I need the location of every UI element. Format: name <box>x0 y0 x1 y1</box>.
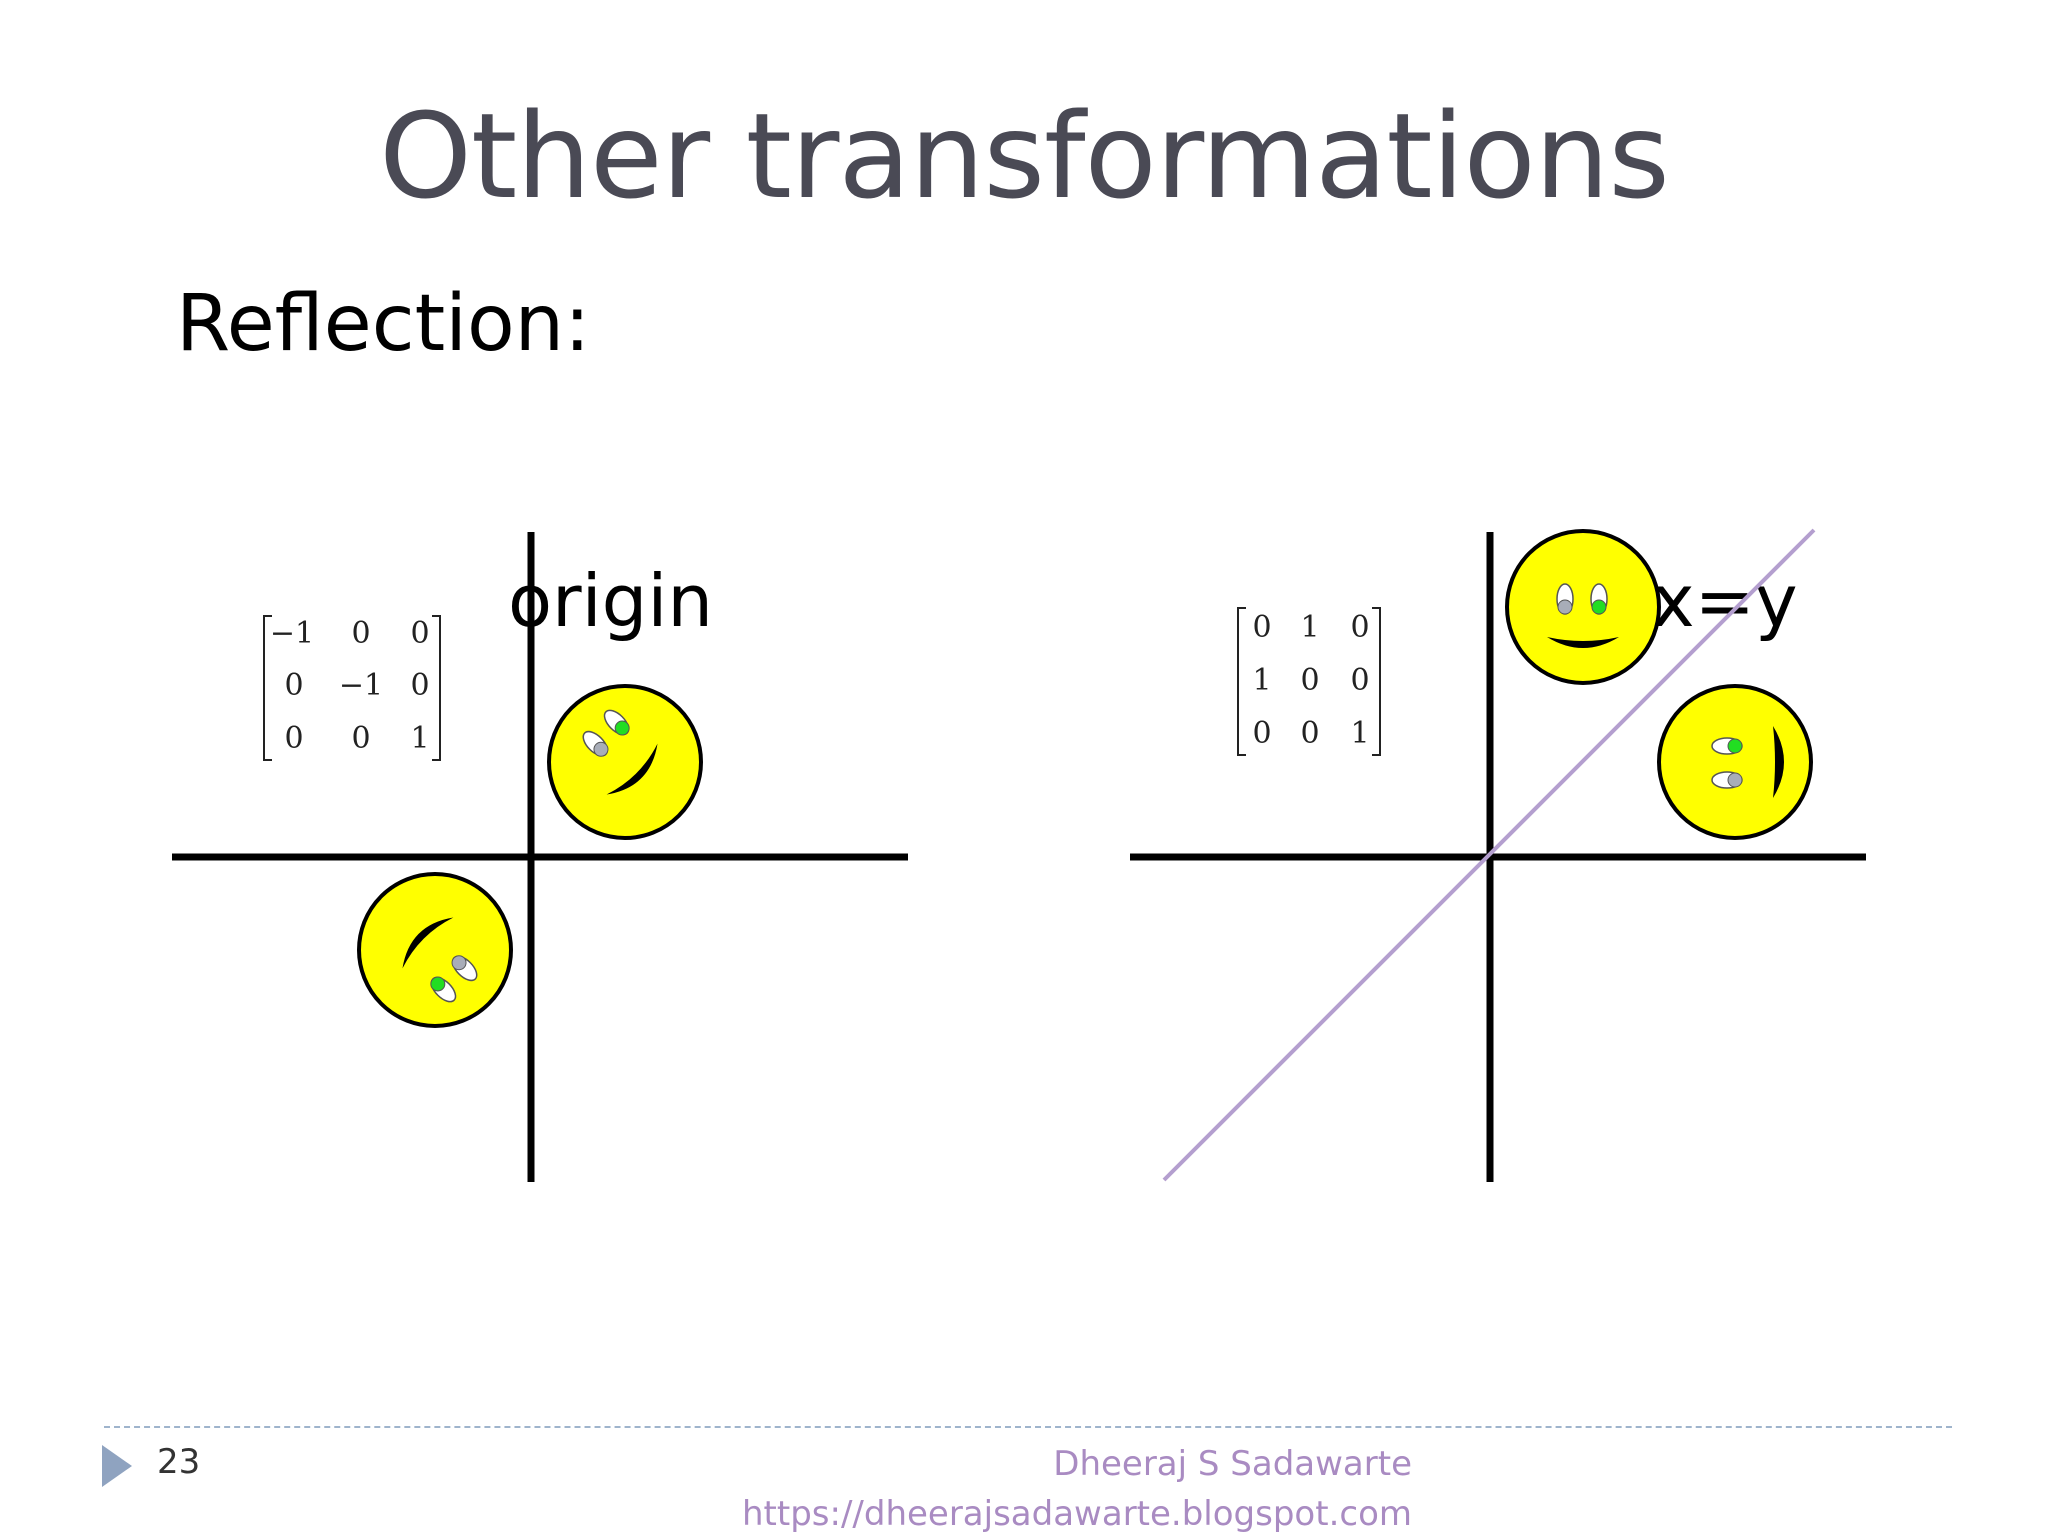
eye-pupil-grey <box>1727 772 1743 788</box>
triangle-right-icon <box>102 1445 132 1487</box>
mouth <box>1547 637 1619 648</box>
left-matrix-cell: 0 <box>351 721 370 756</box>
right-matrix-cell: 0 <box>1300 716 1319 751</box>
left-matrix-cell: 0 <box>351 616 370 651</box>
right-matrix-cell: 0 <box>1252 716 1271 751</box>
eye-pupil-green <box>430 976 446 992</box>
face-circle <box>1657 684 1813 840</box>
eye-pupil-green <box>1727 738 1743 754</box>
right-matrix-cell: 1 <box>1300 610 1319 645</box>
left-matrix-bracket-right <box>432 615 441 761</box>
left-matrix-cell: 0 <box>410 616 429 651</box>
right-matrix-cell: 1 <box>1252 663 1271 698</box>
left-matrix-cell: −1 <box>270 616 314 651</box>
mouth <box>606 743 658 795</box>
smiley-face-icon <box>547 684 703 840</box>
eye-pupil-grey <box>1557 599 1573 615</box>
left-panel-label: origin <box>508 559 713 643</box>
right-matrix-cell: 0 <box>1350 663 1369 698</box>
smiley-face-icon <box>357 872 513 1028</box>
left-matrix-cell: 1 <box>410 721 429 756</box>
face-circle <box>357 872 513 1028</box>
slide-subtitle: Reflection: <box>176 279 591 369</box>
mouth <box>1773 726 1784 798</box>
footer-url[interactable]: https://dheerajsadawarte.blogspot.com <box>741 1494 1412 1534</box>
right-matrix-cell: 0 <box>1252 610 1271 645</box>
right-panel-label: x=y <box>1652 559 1798 643</box>
left-matrix-bracket-left <box>263 615 272 761</box>
smiley-face-icon <box>1505 529 1661 685</box>
smiley-face-icon <box>1657 684 1813 840</box>
right-matrix-bracket-left <box>1237 607 1246 756</box>
page-number: 23 <box>157 1442 201 1482</box>
footer-author: Dheeraj S Sadawarte <box>1053 1444 1412 1484</box>
right-matrix: 0 1 0 1 0 0 0 0 1 <box>1237 607 1381 756</box>
right-panel: 0 1 0 1 0 0 0 0 1 x=y <box>1130 528 1866 1182</box>
left-matrix-cell: 0 <box>284 668 303 703</box>
face-circle <box>547 684 703 840</box>
reflection-line-y-equals-x <box>1162 528 1816 1182</box>
left-matrix-cell: 0 <box>410 668 429 703</box>
eye-pupil-grey <box>451 955 467 971</box>
right-matrix-cell: 0 <box>1350 610 1369 645</box>
left-matrix-cell: −1 <box>339 668 383 703</box>
slide-title: Other transformations <box>379 87 1670 225</box>
right-matrix-cell: 1 <box>1350 716 1369 751</box>
left-panel: −1 0 0 0 −1 0 0 0 1 origin <box>172 532 908 1182</box>
left-matrix-cell: 0 <box>284 721 303 756</box>
left-matrix: −1 0 0 0 −1 0 0 0 1 <box>263 615 441 761</box>
right-matrix-cell: 0 <box>1300 663 1319 698</box>
face-circle <box>1505 529 1661 685</box>
eye-pupil-green <box>614 720 630 736</box>
footer-divider <box>104 1426 1952 1428</box>
eye-pupil-green <box>1591 599 1607 615</box>
right-matrix-bracket-right <box>1372 607 1381 756</box>
eye-pupil-grey <box>593 741 609 757</box>
mouth <box>402 917 454 969</box>
